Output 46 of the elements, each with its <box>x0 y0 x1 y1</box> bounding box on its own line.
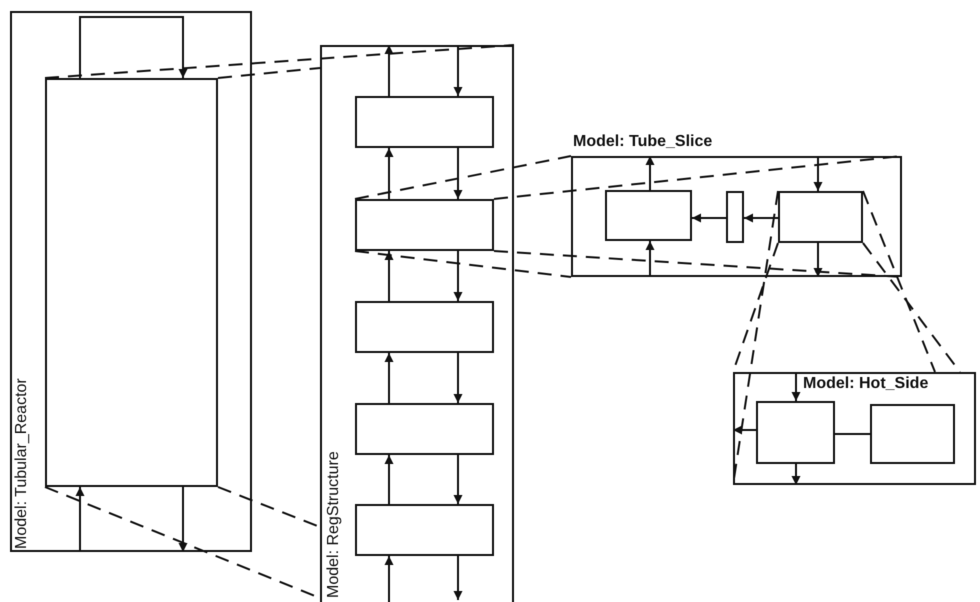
projection-line <box>44 44 514 79</box>
arrow <box>646 241 654 277</box>
model-title: Model: Hot_Side <box>803 374 928 394</box>
model-block <box>726 191 744 243</box>
arrow <box>384 556 394 602</box>
arrow <box>76 487 84 552</box>
projection-line <box>354 250 572 278</box>
arrow <box>454 45 462 96</box>
arrow <box>454 556 462 600</box>
arrow <box>384 45 394 96</box>
projection-line <box>354 155 572 200</box>
projection-line <box>862 242 961 373</box>
model-block <box>355 403 494 455</box>
arrow <box>792 464 800 485</box>
model-block <box>45 78 218 487</box>
model-block <box>870 404 955 464</box>
arrow <box>454 148 462 199</box>
projection-line <box>862 190 936 372</box>
arrow <box>454 353 462 403</box>
arrow <box>733 426 756 434</box>
model-block <box>355 301 494 353</box>
model-title: Model: RegStructure <box>324 451 343 598</box>
arrow <box>814 156 822 191</box>
model-title: Model: Tubular_Reactor <box>12 378 31 549</box>
arrow <box>744 214 778 222</box>
arrow <box>814 243 822 277</box>
model-block <box>355 504 494 556</box>
arrow <box>384 455 394 504</box>
model-block <box>778 191 863 243</box>
arrow <box>79 16 188 78</box>
arrow <box>178 487 188 552</box>
arrow <box>792 372 800 401</box>
arrow <box>384 251 394 301</box>
connector-line <box>835 433 870 435</box>
model-block <box>756 401 835 464</box>
projection-line <box>218 67 320 79</box>
arrow <box>646 156 654 190</box>
model-block <box>605 190 692 241</box>
model-block <box>355 199 494 251</box>
arrow <box>454 455 462 504</box>
model-block <box>355 96 494 148</box>
arrow <box>384 353 394 403</box>
arrow <box>454 251 462 301</box>
arrow <box>384 148 394 199</box>
arrow <box>692 214 726 222</box>
model-title: Model: Tube_Slice <box>573 132 712 152</box>
